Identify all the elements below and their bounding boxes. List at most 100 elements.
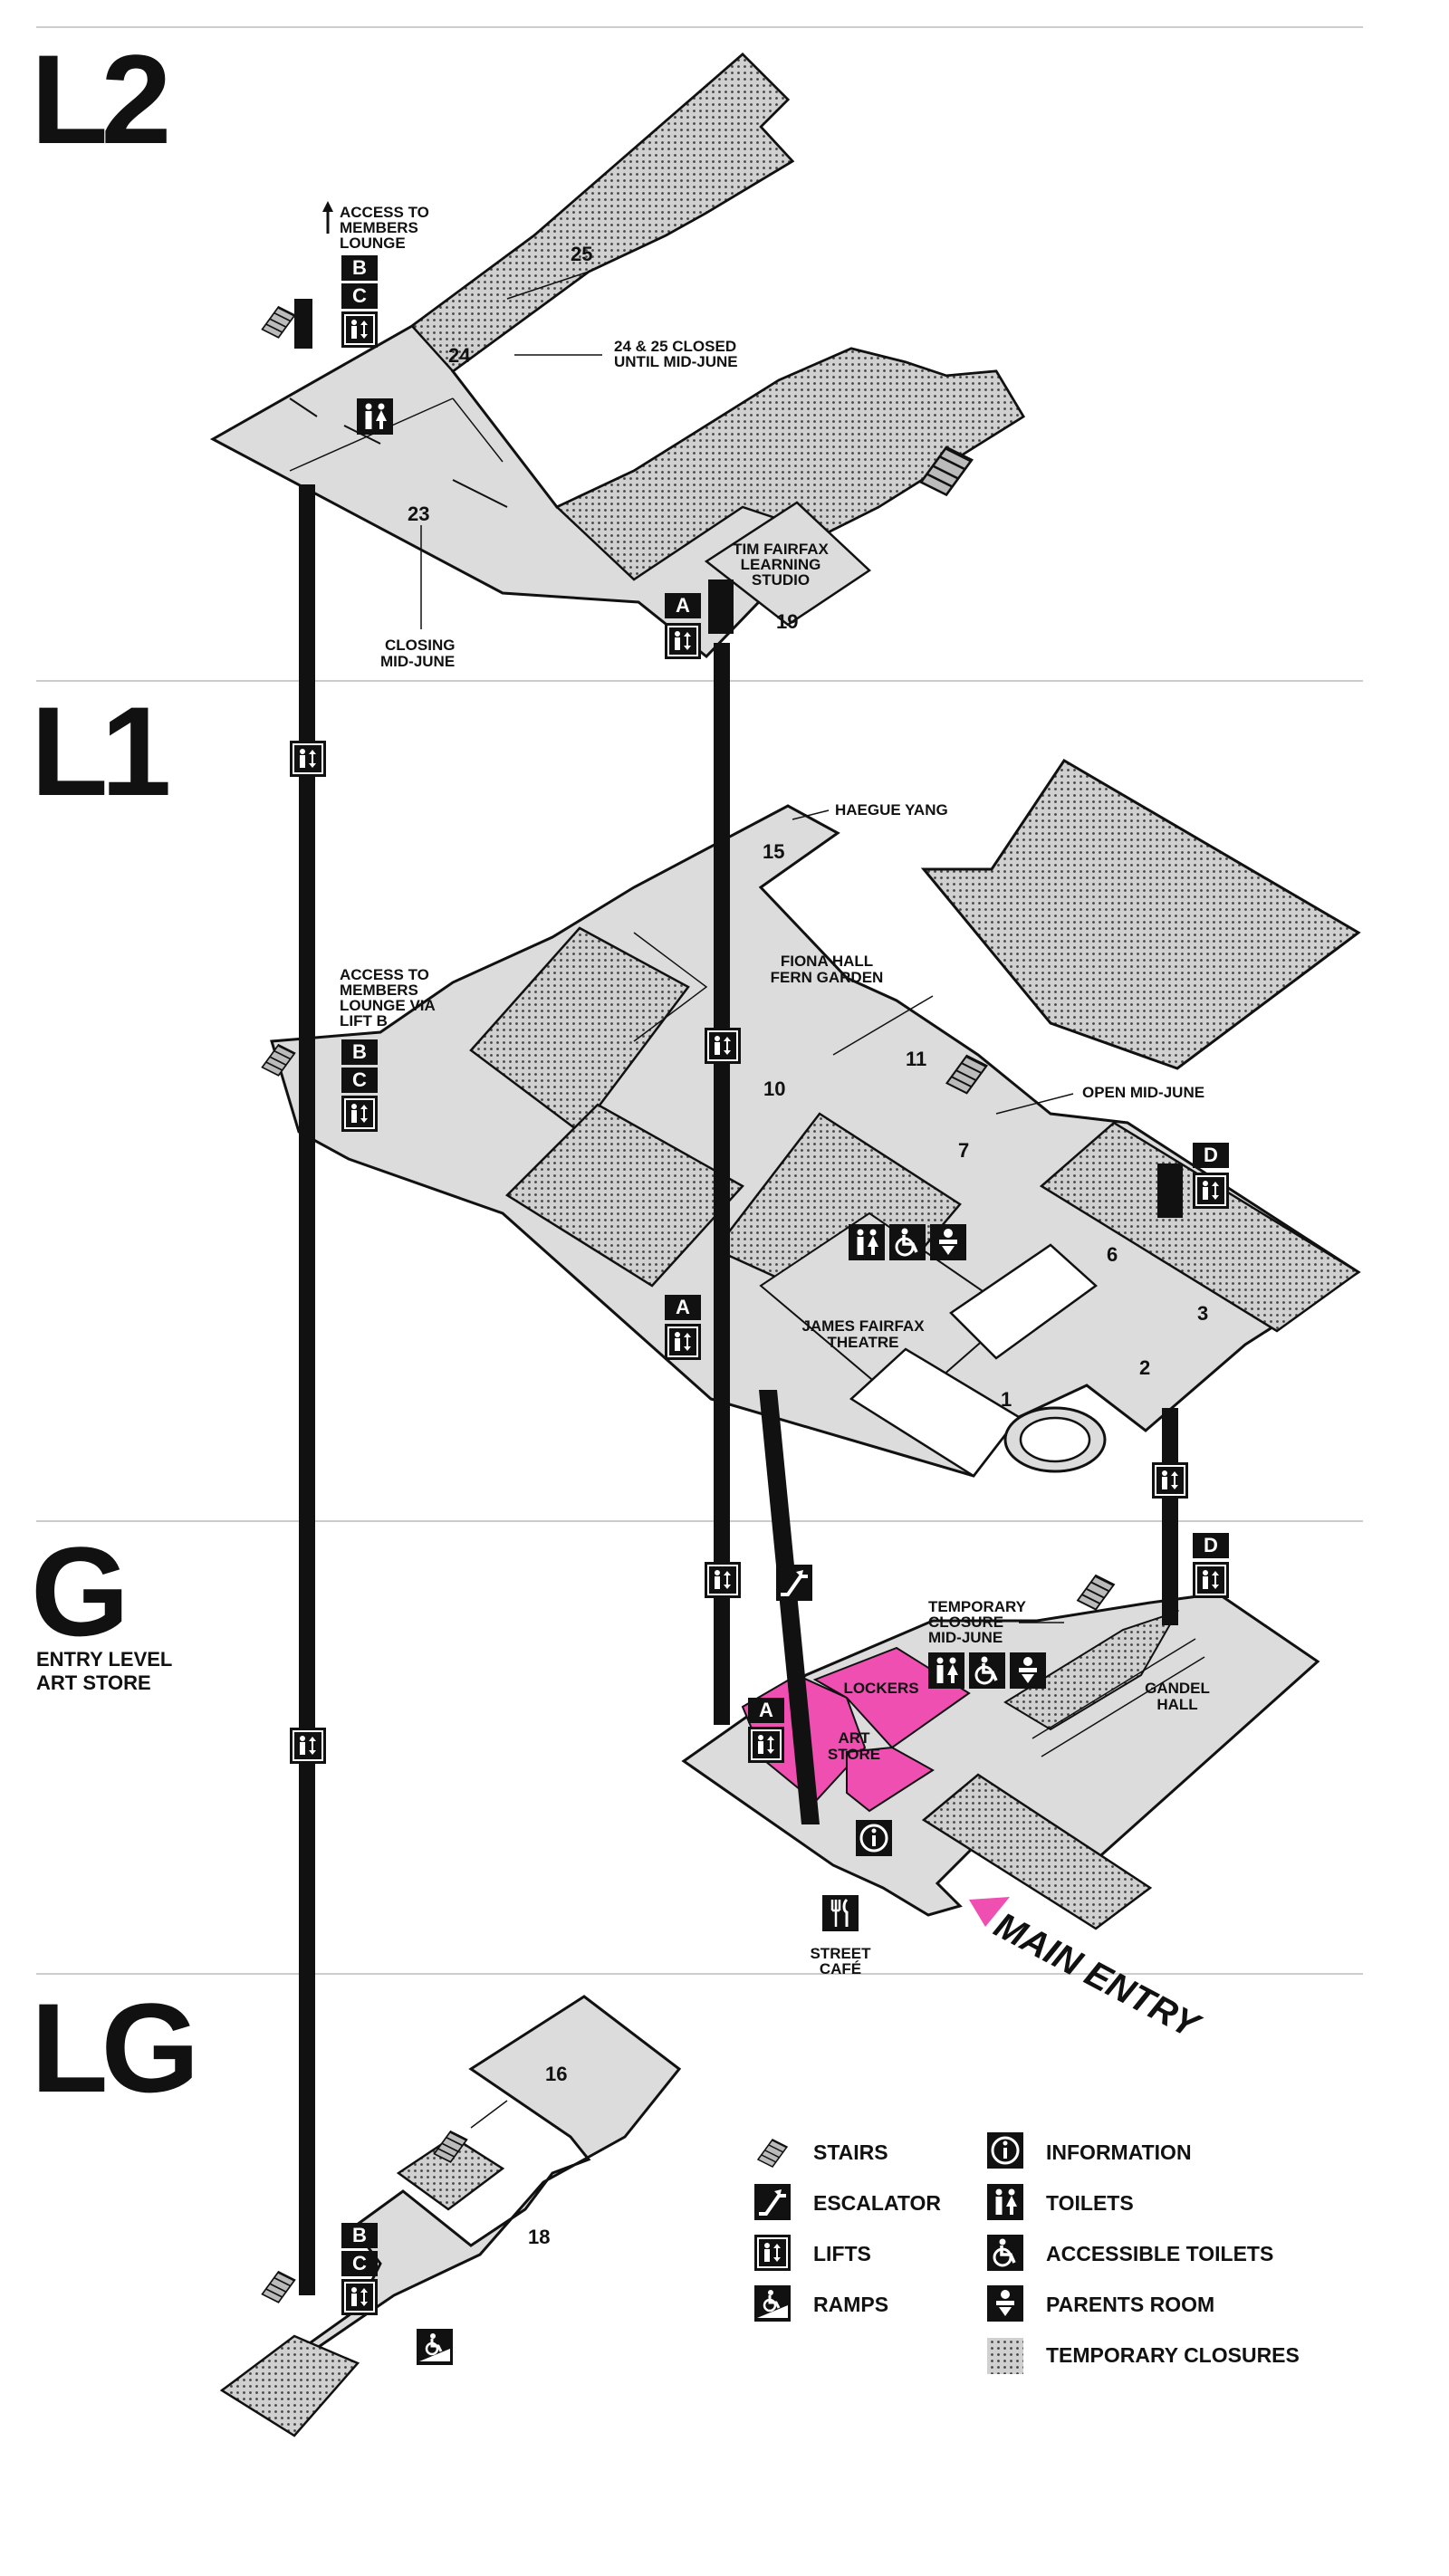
stairs-icon: [261, 2271, 296, 2303]
level-g-floorplate: [681, 1592, 1320, 1930]
ramp-icon: [754, 2285, 791, 2322]
information-icon: [987, 2132, 1023, 2169]
lift-a-badge: A: [676, 594, 690, 617]
cafe-icon: [822, 1895, 859, 1931]
stairs-icon: [1077, 1575, 1115, 1611]
temporary-closure-note: MID-JUNE: [928, 1629, 1003, 1646]
lift-icon: [754, 2235, 791, 2271]
closure-note-24-25: UNTIL MID-JUNE: [614, 353, 738, 370]
room-19: 19: [776, 610, 798, 633]
escalator-icon: [776, 1565, 812, 1601]
lift-icon: [290, 741, 326, 777]
level-title-lg: LG: [31, 1977, 193, 2119]
room-15: 15: [763, 840, 784, 863]
stairs-icon: [757, 2139, 788, 2168]
lift-icon: [1193, 1562, 1229, 1598]
toilets-icon: [928, 1652, 964, 1689]
arrow-up-icon: [322, 201, 333, 212]
exhibition-haegue-yang: HAEGUE YANG: [835, 801, 948, 819]
level-dividers: [36, 26, 1363, 1975]
lift-a-badge: A: [759, 1699, 773, 1721]
escalator-icon: [754, 2184, 791, 2220]
fern-garden-label: FIONA HALL: [781, 953, 873, 970]
members-lounge-note: LOUNGE: [340, 235, 406, 252]
parents-room-icon: [930, 1224, 966, 1260]
room-18: 18: [528, 2226, 550, 2248]
lift-c-badge: C: [352, 1068, 367, 1091]
room-11: 11: [906, 1048, 926, 1070]
gandel-hall-label: HALL: [1156, 1696, 1197, 1713]
toilets-icon: [849, 1224, 885, 1260]
legend-escalator: ESCALATOR: [813, 2191, 941, 2215]
legend-lifts: LIFTS: [813, 2242, 871, 2265]
learning-studio-label: TIM FAIRFAX: [733, 541, 829, 558]
members-lounge-note: ACCESS TO: [340, 204, 429, 221]
temporary-closure-note: CLOSURE: [928, 1614, 1003, 1631]
street-cafe-label: CAFÉ: [820, 1960, 861, 1977]
fern-garden-label: FERN GARDEN: [771, 969, 884, 986]
parents-room-icon: [1010, 1652, 1046, 1689]
level-title-l1: L1: [31, 680, 168, 822]
lift-icon: [341, 2279, 378, 2315]
toilets-icon: [357, 398, 393, 435]
stairs-marks: [261, 299, 1183, 2303]
level-l2-floorplate: [209, 52, 1026, 659]
room-3: 3: [1197, 1302, 1208, 1325]
room-7: 7: [958, 1139, 969, 1162]
level-lg-floorplate: [219, 1995, 682, 2437]
main-entry-arrow: [969, 1897, 1010, 1927]
level-g-subtitle: ART STORE: [36, 1671, 151, 1694]
legend-stairs: STAIRS: [813, 2140, 888, 2164]
lift-icon: [705, 1562, 741, 1598]
art-store-label: ART: [839, 1729, 871, 1747]
closing-note-23: CLOSING: [385, 637, 455, 654]
lift-icon: [1193, 1173, 1229, 1209]
members-lounge-note: MEMBERS: [340, 219, 418, 236]
lift-icon: [341, 1096, 378, 1132]
parents-room-icon: [987, 2285, 1023, 2322]
legend-ramps: RAMPS: [813, 2293, 888, 2316]
members-lounge-via-lift-note: LOUNGE VIA: [340, 997, 436, 1014]
open-mid-june-note: OPEN MID-JUNE: [1082, 1084, 1204, 1101]
gandel-hall-label: GANDEL: [1145, 1680, 1210, 1697]
information-icon: [856, 1820, 892, 1856]
lift-icon: [665, 623, 701, 659]
legend-information: INFORMATION: [1046, 2140, 1192, 2164]
room-25: 25: [571, 243, 592, 265]
theatre-label: JAMES FAIRFAX: [801, 1317, 925, 1335]
members-lounge-via-lift-note: ACCESS TO: [340, 966, 429, 983]
lift-b-badge: B: [352, 2224, 367, 2246]
lift-shafts: [299, 484, 1178, 2295]
legend-toilets: TOILETS: [1046, 2191, 1134, 2215]
stairs-icon: [261, 306, 296, 339]
l1-labels: HAEGUE YANG FIONA HALL FERN GARDEN ACCES…: [340, 801, 1208, 1411]
lockers-label: LOCKERS: [843, 1680, 918, 1697]
lift-icon: [1152, 1462, 1188, 1499]
lift-d-badge: D: [1204, 1534, 1218, 1556]
lift-icon: [748, 1727, 784, 1763]
lift-c-badge: C: [352, 284, 367, 307]
closure-note-24-25: 24 & 25 CLOSED: [614, 338, 736, 355]
legend: STAIRS ESCALATOR LIFTS RAMPS INFORMATION…: [754, 2132, 1300, 2374]
level-g-subtitle: ENTRY LEVEL: [36, 1648, 172, 1671]
level-l1-floorplate: [270, 758, 1361, 1478]
art-store-label: STORE: [828, 1746, 880, 1763]
room-6: 6: [1107, 1243, 1118, 1266]
room-2: 2: [1139, 1356, 1150, 1379]
members-lounge-via-lift-note: MEMBERS: [340, 982, 418, 999]
lift-badges: B C A B C A D D: [290, 255, 1229, 2365]
level-title-g: G: [31, 1520, 122, 1662]
legend-parents-room: PARENTS ROOM: [1046, 2293, 1214, 2316]
room-16: 16: [545, 2063, 567, 2085]
temporary-closure-note: TEMPORARY: [928, 1598, 1027, 1615]
street-cafe-label: STREET: [810, 1945, 871, 1962]
accessible-toilet-icon: [969, 1652, 1005, 1689]
legend-accessible-toilets: ACCESSIBLE TOILETS: [1046, 2242, 1273, 2265]
lift-icon: [665, 1324, 701, 1360]
room-10: 10: [763, 1077, 785, 1100]
toilets-icon: [987, 2184, 1023, 2220]
room-1: 1: [1001, 1388, 1012, 1411]
members-lounge-via-lift-note: LIFT B: [340, 1012, 388, 1029]
escalator-shaft: [759, 1390, 820, 1824]
